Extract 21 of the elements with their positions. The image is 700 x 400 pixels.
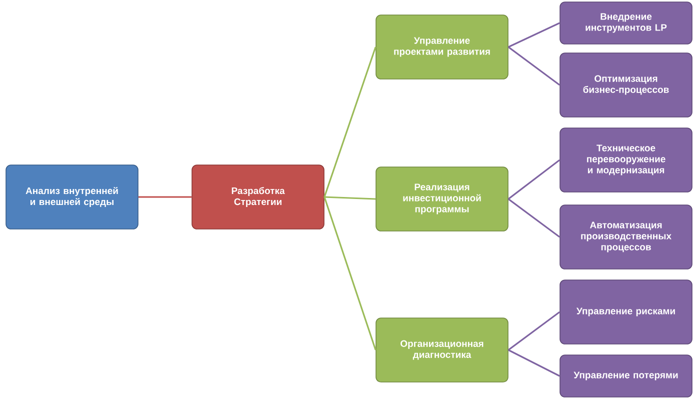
leaf-box: Управление потерями (560, 354, 692, 398)
connector-line (324, 196, 376, 350)
connector-line (508, 349, 560, 377)
connector-line (508, 159, 560, 200)
connector-line (324, 46, 376, 198)
leaf-box: Техническое перевооружение и модернизация (560, 128, 692, 192)
leaf-box: Внедрение инструментов LP (560, 2, 692, 44)
leaf-box: Оптимизация бизнес-процессов (560, 52, 692, 118)
connector-line (138, 196, 192, 198)
connector-line (508, 22, 560, 48)
source-box: Анализ внутренней и внешней среды (6, 164, 138, 230)
connector-line (508, 46, 560, 86)
branch-box: Реализация инвестиционной программы (376, 166, 508, 232)
connector-line (508, 311, 560, 351)
connector-line (324, 196, 376, 200)
leaf-box: Автоматизация производственных процессов (560, 204, 692, 270)
leaf-box: Управление рисками (560, 280, 692, 344)
strategy-box: Разработка Стратегии (192, 164, 324, 230)
connector-line (508, 198, 560, 238)
branch-box: Организационная диагностика (376, 318, 508, 382)
branch-box: Управление проектами развития (376, 14, 508, 80)
